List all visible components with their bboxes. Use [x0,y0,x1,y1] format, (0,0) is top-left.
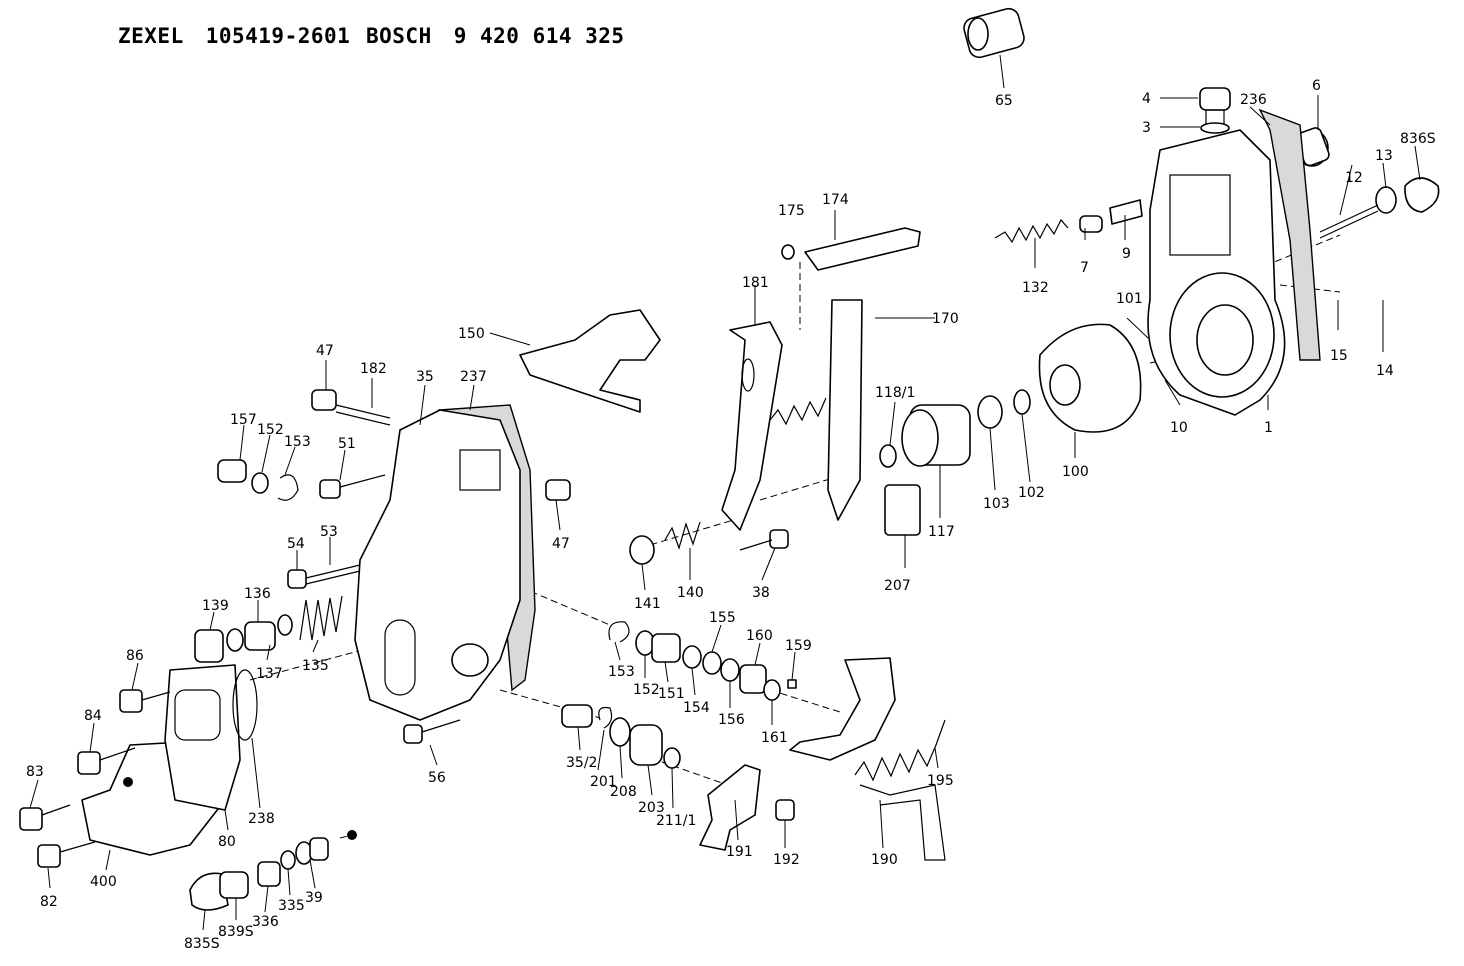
label-83: 83 [26,764,44,780]
label-192: 192 [773,852,800,868]
label-9: 9 [1122,246,1131,262]
label-152-mid: 152 [633,682,660,698]
label-135: 135 [302,658,329,674]
bosch-brand: BOSCH [366,24,432,48]
label-84: 84 [84,708,102,724]
bosch-part-number: BOSCH 9 420 614 325 [366,24,625,48]
label-leaders [29,54,1421,931]
label-86: 86 [126,648,144,664]
label-155: 155 [709,610,736,626]
label-10: 10 [1170,420,1188,436]
label-118-1: 118/1 [875,385,915,401]
label-175: 175 [778,203,805,219]
label-38: 38 [752,585,770,601]
label-47-top: 47 [316,343,334,359]
label-136: 136 [244,586,271,602]
label-160: 160 [746,628,773,644]
label-51: 51 [338,436,356,452]
label-7: 7 [1080,260,1089,276]
zexel-number: 105419-2601 [205,24,351,48]
label-839S: 839S [218,924,254,940]
label-157: 157 [230,412,257,428]
label-12: 12 [1345,170,1363,186]
label-151: 151 [658,686,685,702]
label-14: 14 [1376,363,1394,379]
label-65: 65 [995,93,1013,109]
label-80: 80 [218,834,236,850]
label-137: 137 [256,666,283,682]
label-53: 53 [320,524,338,540]
bosch-number: 9 420 614 325 [453,24,625,48]
label-335: 335 [278,898,305,914]
part-labels: 65 4 3 236 6 836S 13 12 9 7 132 101 15 1… [26,78,1436,952]
label-101: 101 [1116,291,1143,307]
label-102: 102 [1018,485,1045,501]
label-207: 207 [884,578,911,594]
label-238: 238 [248,811,275,827]
label-400: 400 [90,874,117,890]
label-117: 117 [928,524,955,540]
label-3: 3 [1142,120,1151,136]
label-4: 4 [1142,91,1151,107]
label-13: 13 [1375,148,1393,164]
zexel-brand: ZEXEL [118,24,184,48]
label-150: 150 [458,326,485,342]
label-195: 195 [927,773,954,789]
label-208: 208 [610,784,637,800]
label-170: 170 [932,311,959,327]
label-174: 174 [822,192,849,208]
label-82: 82 [40,894,58,910]
label-835S: 835S [184,936,220,952]
label-132: 132 [1022,280,1049,296]
label-54: 54 [287,536,305,552]
label-161: 161 [761,730,788,746]
label-56: 56 [428,770,446,786]
label-35-2: 35/2 [566,755,597,771]
label-139: 139 [202,598,229,614]
label-141: 141 [634,596,661,612]
label-15: 15 [1330,348,1348,364]
label-152-left: 152 [257,422,284,438]
label-153-mid: 153 [608,664,635,680]
label-6: 6 [1312,78,1321,94]
label-237: 237 [460,369,487,385]
label-140: 140 [677,585,704,601]
label-103: 103 [983,496,1010,512]
label-159: 159 [785,638,812,654]
label-181: 181 [742,275,769,291]
label-39: 39 [305,890,323,906]
label-336: 336 [252,914,279,930]
label-836S: 836S [1400,131,1436,147]
label-156: 156 [718,712,745,728]
zexel-part-number: ZEXEL 105419-2601 [118,24,350,48]
label-191: 191 [726,844,753,860]
label-154: 154 [683,700,710,716]
label-190: 190 [871,852,898,868]
label-100: 100 [1062,464,1089,480]
label-201: 201 [590,774,617,790]
label-35: 35 [416,369,434,385]
label-182: 182 [360,361,387,377]
label-1: 1 [1264,420,1273,436]
label-47-right: 47 [552,536,570,552]
label-236: 236 [1240,92,1267,108]
label-211-1: 211/1 [656,813,696,829]
parts-artwork [19,7,1440,911]
label-153-left: 153 [284,434,311,450]
label-203: 203 [638,800,665,816]
